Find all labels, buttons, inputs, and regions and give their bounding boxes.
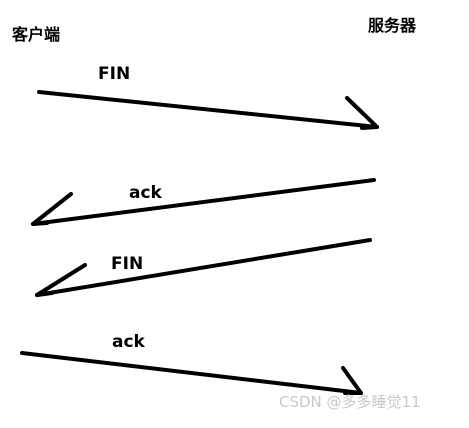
- message-label-ack-2: ack: [112, 332, 145, 352]
- arrow-shaft: [35, 238, 372, 297]
- arrow-fin-server-to-client: [35, 238, 372, 297]
- message-label-ack-1: ack: [129, 183, 162, 203]
- client-label: 客户端: [12, 25, 61, 44]
- message-label-fin-1: FIN: [98, 64, 131, 84]
- arrow-head: [31, 192, 73, 226]
- arrow-fin-client-to-server: [37, 90, 379, 130]
- watermark: CSDN @多多睡觉11: [279, 393, 421, 411]
- server-label: 服务器: [368, 16, 417, 35]
- message-label-fin-2: FIN: [111, 254, 144, 274]
- arrow-head: [341, 366, 363, 395]
- arrow-shaft: [37, 90, 379, 129]
- arrow-shaft: [31, 178, 376, 226]
- arrow-head: [35, 263, 87, 297]
- arrow-ack-client-to-server: [20, 351, 363, 395]
- arrow-head: [345, 96, 379, 130]
- arrow-ack-server-to-client: [31, 178, 376, 226]
- arrow-shaft: [20, 351, 363, 395]
